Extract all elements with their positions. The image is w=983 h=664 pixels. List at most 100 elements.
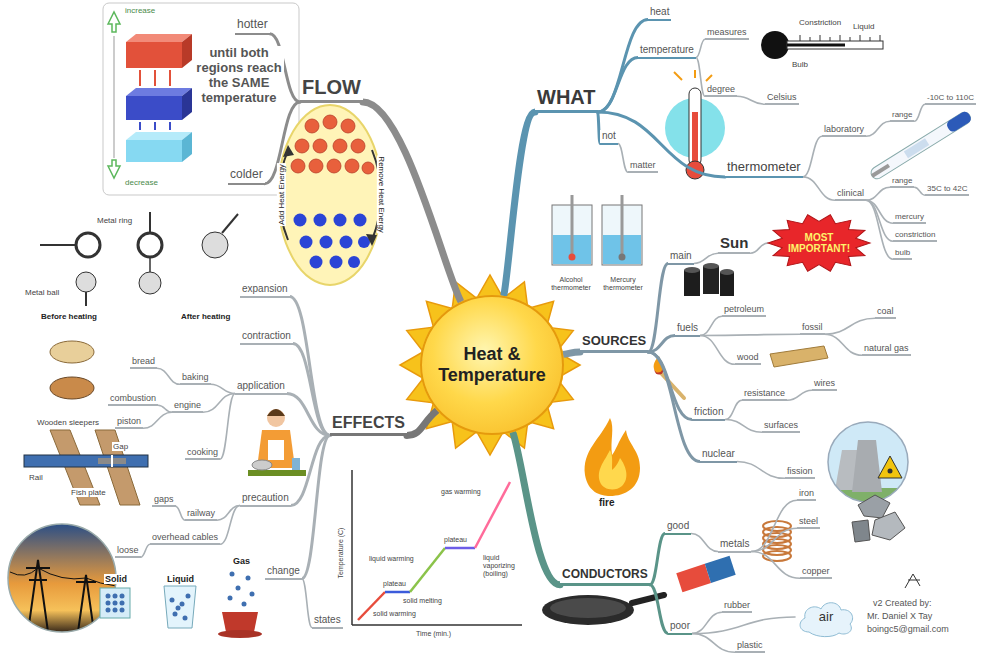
particle-ellipse	[320, 236, 333, 249]
branch-label: good	[665, 520, 691, 535]
node-text: range	[892, 110, 912, 119]
heating-curve	[410, 548, 445, 592]
cloud-node: air	[795, 596, 857, 638]
states-of-matter	[186, 594, 191, 599]
branch-line	[220, 394, 235, 460]
node-text: application	[237, 380, 285, 392]
power-pylons	[10, 568, 116, 586]
annotation: plateau	[443, 536, 468, 544]
states-of-matter	[228, 572, 255, 607]
flow-panel	[169, 70, 171, 86]
main-branch: FLOW	[300, 76, 363, 103]
node-text: expansion	[242, 283, 288, 295]
hot-thermometer	[706, 75, 712, 81]
particle-ellipse	[340, 236, 353, 249]
node-text: WHAT	[537, 86, 596, 109]
annotation: Metal ball	[24, 288, 60, 297]
flow-panel	[182, 88, 192, 120]
flow-panel	[103, 3, 299, 195]
branch-line	[696, 58, 705, 97]
node-text: railway	[187, 508, 215, 518]
wood-plank	[770, 346, 828, 367]
eraser	[676, 564, 711, 592]
annotation: boingc5@gmail.com	[866, 624, 950, 634]
flow-panel	[126, 34, 192, 42]
branch-line	[737, 462, 785, 479]
node-text: states	[314, 614, 341, 626]
particle-ellipse	[341, 119, 355, 133]
branch-label: nuclear	[700, 448, 737, 463]
wood-plank	[770, 346, 828, 367]
particle-ellipse	[333, 139, 347, 153]
hot-thermometer	[692, 112, 698, 164]
node-text: hotter	[237, 18, 268, 32]
branch-line	[598, 58, 639, 113]
branch-label: wires	[812, 378, 837, 391]
branch-label: resistance	[742, 388, 787, 401]
ring-and-ball	[149, 212, 151, 232]
main-branch: EFFECTS	[330, 414, 407, 436]
particle-ellipse	[300, 236, 313, 249]
node-text: SOURCES	[582, 334, 646, 349]
branch-line	[143, 412, 172, 428]
annotation: Liquid	[852, 22, 875, 31]
node-text: precaution	[242, 492, 289, 504]
branch-line	[752, 552, 801, 579]
node-text: degree	[707, 84, 735, 94]
fuel-barrels	[703, 263, 719, 269]
annotation: Metal ring	[96, 216, 133, 225]
branch-label: range	[890, 176, 914, 188]
branch-line	[692, 617, 795, 634]
liquid-thermometer	[840, 35, 841, 41]
ring-and-ball	[85, 292, 87, 306]
branch-label: wood	[735, 352, 761, 365]
ring-and-ball	[40, 212, 238, 306]
node-text: good	[667, 520, 689, 532]
particle-ellipse	[323, 115, 337, 129]
nuclear-plant	[826, 420, 910, 508]
frying-pan	[632, 595, 664, 603]
sun-rays	[400, 275, 580, 455]
author-logo	[905, 574, 920, 588]
eraser	[676, 556, 735, 592]
metal-pieces	[852, 495, 905, 542]
liquid-thermometer	[850, 37, 851, 41]
annotation: Solid	[104, 574, 128, 584]
particle-ellipse	[278, 105, 382, 285]
branch-line	[803, 136, 822, 177]
node-text: iron	[799, 488, 814, 498]
node-text: CONDUCTORS	[562, 568, 648, 582]
node-text: steel	[799, 516, 818, 526]
node-text: combustion	[110, 393, 156, 403]
branch-line	[752, 528, 798, 551]
liquid-thermometer	[761, 31, 789, 59]
liquid-thermometer	[830, 37, 831, 41]
branch-line	[220, 506, 240, 545]
branch-line	[866, 187, 890, 200]
branch-label: poor	[668, 620, 692, 635]
liquid-thermometer	[880, 35, 881, 41]
node-text: bulb	[895, 248, 910, 257]
annotation: gas warming	[440, 488, 482, 496]
branch-label: 35C to 42C	[925, 184, 969, 196]
branch-label: metals	[718, 538, 751, 553]
branch-line	[563, 352, 580, 355]
flow-panel	[139, 70, 141, 86]
branch-line	[787, 390, 812, 400]
branch-line	[302, 579, 312, 628]
railway-track	[24, 455, 148, 467]
particle-ellipse	[362, 162, 374, 174]
node-text: main	[670, 250, 692, 262]
liquid-thermometer	[800, 35, 801, 41]
branch-label: -10C to 110C	[925, 93, 976, 105]
states-of-matter	[120, 594, 125, 599]
annotation: Liquid	[166, 574, 195, 584]
heating-curve	[445, 547, 475, 550]
branch-line	[825, 318, 876, 334]
power-pylons	[29, 579, 47, 581]
states-of-matter	[170, 594, 191, 621]
states-of-matter	[218, 630, 262, 638]
cooking-person	[248, 470, 306, 476]
node-text: overhead cables	[152, 532, 218, 542]
annotation: plateau	[382, 580, 407, 588]
